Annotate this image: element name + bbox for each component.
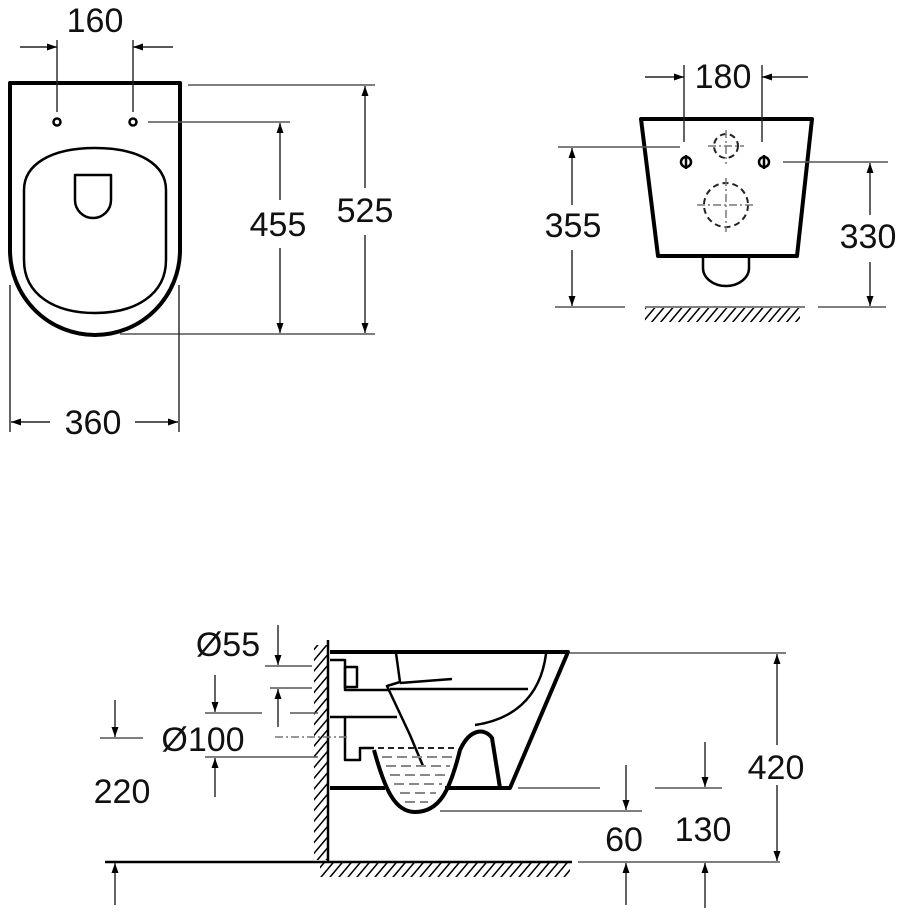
dim-330: 330	[840, 218, 897, 256]
dim-220: 220	[94, 773, 151, 811]
seat-outline	[22, 146, 168, 315]
side-view: Ø55 Ø100 220 60 130 420	[94, 625, 805, 908]
top-view: 160 455 525 360	[8, 2, 394, 442]
rear-view: 180 355 330	[545, 58, 897, 322]
outlet-spigot	[701, 258, 751, 288]
floor-hatch-side	[320, 863, 570, 877]
hinge-hole-left	[52, 117, 62, 127]
dim-d55: Ø55	[196, 626, 260, 664]
inlet-circle	[713, 133, 739, 159]
dim-455: 455	[250, 206, 307, 244]
hinge-hole-right	[128, 117, 138, 127]
wall-hatch	[314, 645, 327, 860]
dim-420: 420	[748, 749, 805, 787]
dim-525: 525	[337, 192, 394, 230]
bolt-hole-right	[757, 155, 771, 169]
seat-tab	[73, 173, 113, 220]
toilet-outline-side	[330, 650, 570, 790]
bolt-hole-left	[679, 155, 693, 169]
toilet-outline-top	[8, 81, 182, 337]
floor-hatch-rear	[645, 308, 800, 322]
dim-355: 355	[545, 207, 602, 245]
dim-360: 360	[65, 404, 122, 442]
dim-180: 180	[695, 58, 752, 96]
dim-130: 130	[675, 811, 732, 849]
dim-60: 60	[605, 821, 643, 859]
water	[378, 747, 458, 803]
toilet-outline-rear	[639, 117, 814, 258]
dim-160: 160	[67, 2, 124, 40]
trap	[372, 729, 502, 814]
dim-d100: Ø100	[161, 721, 244, 759]
inlet-connector	[343, 665, 359, 689]
